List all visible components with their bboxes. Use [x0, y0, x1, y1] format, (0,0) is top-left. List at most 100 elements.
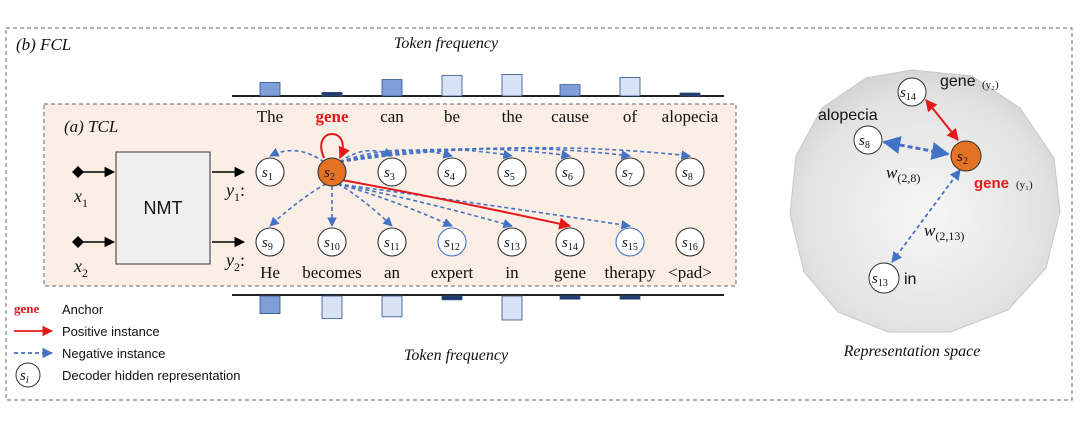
nmt-label: NMT: [144, 198, 183, 218]
y2-token: He: [260, 263, 280, 282]
legend-anchor-label: Anchor: [62, 302, 104, 317]
freq-bar-bottom: [321, 295, 343, 319]
fcl-label: (b) FCL: [16, 35, 71, 54]
tcl-label: (a) TCL: [64, 117, 118, 136]
rep-w28-label: w(2,8): [886, 163, 920, 185]
hidden-node-top-label: s2: [324, 165, 335, 183]
rep-gene-top-tag: (y₂): [982, 79, 999, 91]
rep-space-title: Representation space: [843, 343, 981, 360]
legend-hidden-symbol: si: [20, 368, 29, 386]
rep-gene-top-word: gene: [940, 73, 976, 90]
freq-bars-bottom: [259, 295, 641, 321]
hidden-node-bottom: [497, 227, 527, 257]
positive-arc: [341, 179, 572, 230]
y1-token: be: [444, 107, 460, 126]
y1-token: cause: [551, 107, 589, 126]
rep-alopecia: alopecia: [818, 107, 878, 124]
negative-arc-bottom: [337, 183, 513, 229]
y2-token: therapy: [605, 263, 656, 282]
anchor-self-loop: [320, 133, 350, 160]
x1-label: x1: [73, 186, 88, 210]
rep-node-s2-label: s2: [957, 149, 968, 167]
rep-node-s13: [868, 262, 900, 294]
rep-gene-bottom-tag: (y₁): [1016, 179, 1033, 191]
y1-token: can: [380, 107, 404, 126]
negative-arc-top: [339, 146, 691, 163]
hidden-node-bottom: [255, 227, 285, 257]
freq-bar-top: [559, 84, 581, 97]
legend-anchor-word: gene: [14, 301, 40, 316]
y1-label: y1:: [224, 180, 245, 204]
freq-bar-top: [619, 77, 641, 97]
hidden-node-top-label: s3: [384, 165, 395, 183]
y2-token: becomes: [302, 263, 361, 282]
rep-w213-label: w(2,13): [924, 221, 964, 243]
negative-arc-top: [269, 147, 325, 163]
rep-node-s14: [897, 77, 927, 107]
hidden-node-top: [255, 157, 285, 187]
y2-token: <pad>: [668, 263, 712, 282]
freq-bar-top: [321, 92, 343, 97]
freq-bar-bottom: [619, 295, 641, 300]
y2-token: expert: [431, 263, 474, 282]
hidden-node-top: [555, 157, 585, 187]
y2-token: an: [384, 263, 401, 282]
negative-arc-top: [339, 149, 453, 163]
hidden-node-top-label: s4: [444, 165, 455, 183]
hidden-node-bottom: [377, 227, 407, 257]
negative-arc-top: [339, 147, 393, 163]
hidden-node-bottom: [615, 227, 645, 257]
rep-node-s2: [950, 140, 982, 172]
freq-title-bottom: Token frequency: [404, 347, 509, 364]
freq-bar-top: [441, 75, 463, 97]
freq-title-top: Token frequency: [394, 35, 499, 52]
negative-arc-bottom: [269, 183, 327, 227]
contrastive-arcs: [269, 146, 691, 230]
freq-bar-bottom: [259, 295, 281, 315]
y2-label: y2:: [224, 250, 245, 274]
y2-token: in: [505, 263, 519, 282]
y2-token: gene: [554, 263, 586, 282]
hidden-node-top: [377, 157, 407, 187]
freq-bar-top: [259, 82, 281, 97]
anchor-token: gene: [315, 107, 349, 126]
rep-gene-bottom-word: gene: [974, 175, 1009, 192]
hidden-node-top: [615, 157, 645, 187]
hidden-node-top: [497, 157, 527, 187]
hidden-node-top: [437, 157, 467, 187]
freq-bar-bottom: [441, 295, 463, 301]
legend-negative-label: Negative instance: [62, 346, 165, 361]
hidden-node-top-label: s6: [562, 165, 573, 183]
hidden-node-top-label: s1: [262, 165, 273, 183]
hidden-node-bottom-label: s9: [262, 235, 273, 253]
edge-s14-s2: [925, 99, 959, 141]
hidden-node-top: [317, 157, 347, 187]
legend-hidden-label: Decoder hidden representation: [62, 368, 241, 383]
legend-positive-label: Positive instance: [62, 324, 160, 339]
hidden-node-top-label: s8: [682, 165, 693, 183]
legend-hidden-node: [15, 362, 41, 388]
negative-arc-bottom: [337, 183, 393, 227]
y1-token: of: [623, 107, 638, 126]
fcl-frame: [5, 27, 1073, 401]
hidden-node-top-label: s7: [622, 165, 633, 183]
negative-arc-bottom: [337, 183, 631, 230]
hidden-node-bottom: [317, 227, 347, 257]
hidden-node-bottom: [437, 227, 467, 257]
edge-s13-s2: [891, 169, 961, 263]
nmt-box: [115, 151, 211, 265]
x2-label: x2: [73, 256, 88, 280]
hidden-node-top-label: s5: [504, 165, 515, 183]
freq-bar-bottom: [501, 295, 523, 321]
hidden-node-bottom: [555, 227, 585, 257]
hidden-node-top: [675, 157, 705, 187]
rep-node-s8-label: s8: [859, 133, 870, 151]
representation-space: s14 s8 s2 s13 gene (y₂) alopecia gene (y…: [789, 69, 1061, 360]
freq-bars-top: [259, 74, 701, 97]
y1-token: alopecia: [662, 107, 719, 126]
y1-token: the: [502, 107, 523, 126]
freq-bar-top: [381, 79, 403, 97]
